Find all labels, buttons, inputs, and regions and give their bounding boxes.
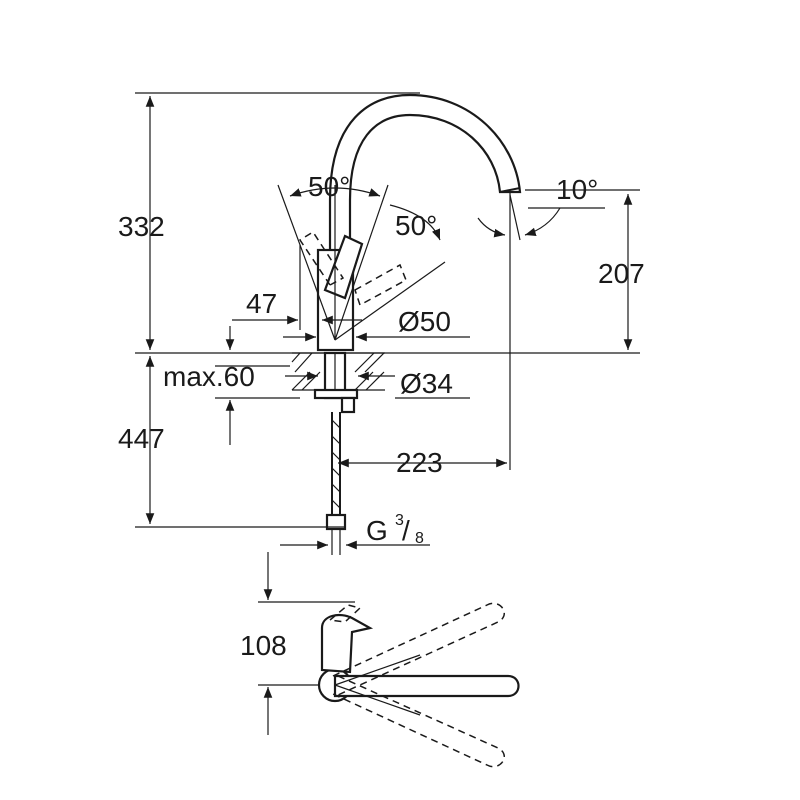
angle-line-right [334,184,389,341]
top-view: 108 [240,552,520,768]
lever-position-left [298,230,345,286]
lever-position-right [354,263,407,307]
spout-angle-arc-right [524,207,561,236]
angle-line-left [277,184,336,341]
top-lever-dashed [328,604,362,623]
swivel-ray-lower [334,684,421,716]
swivel-ray-upper [334,654,421,686]
connection-slash: / [402,515,410,546]
top-lever [320,613,374,674]
hose-connector [325,513,347,531]
hose-braid [331,419,341,509]
total-height-label: 332 [118,211,165,242]
lever-angle-b-label: 50° [395,210,437,241]
lever-offset-label: 47 [246,288,277,319]
spout-axis-tilted [509,194,521,241]
hole-diameter-label: Ø34 [400,368,453,399]
swivel-height-label: 108 [240,630,287,661]
spout-upper-position [332,602,505,696]
spout-center-position [333,674,520,698]
connection-denominator: 8 [415,530,424,547]
connection-numerator: 3 [395,512,404,529]
side-view: 50° 50° 10° 207 332 47 Ø50 [118,92,645,555]
mounting-bolt [340,396,356,414]
mounting-nut [313,388,359,400]
angle-arc-b [389,204,441,241]
below-counter-label: 447 [118,423,165,454]
lever-angle-a-label: 50° [308,171,350,202]
reach-label: 223 [396,447,443,478]
angle-line-far [334,261,446,341]
spout-angle-arc-left [477,217,506,238]
spout-lower-position [332,675,505,768]
max-thickness-label: max.60 [163,361,255,392]
base-diameter-label: Ø50 [398,306,451,337]
connection-prefix-label: G [366,515,388,546]
angle-arc-a [289,187,381,197]
spout-height-label: 207 [598,258,645,289]
